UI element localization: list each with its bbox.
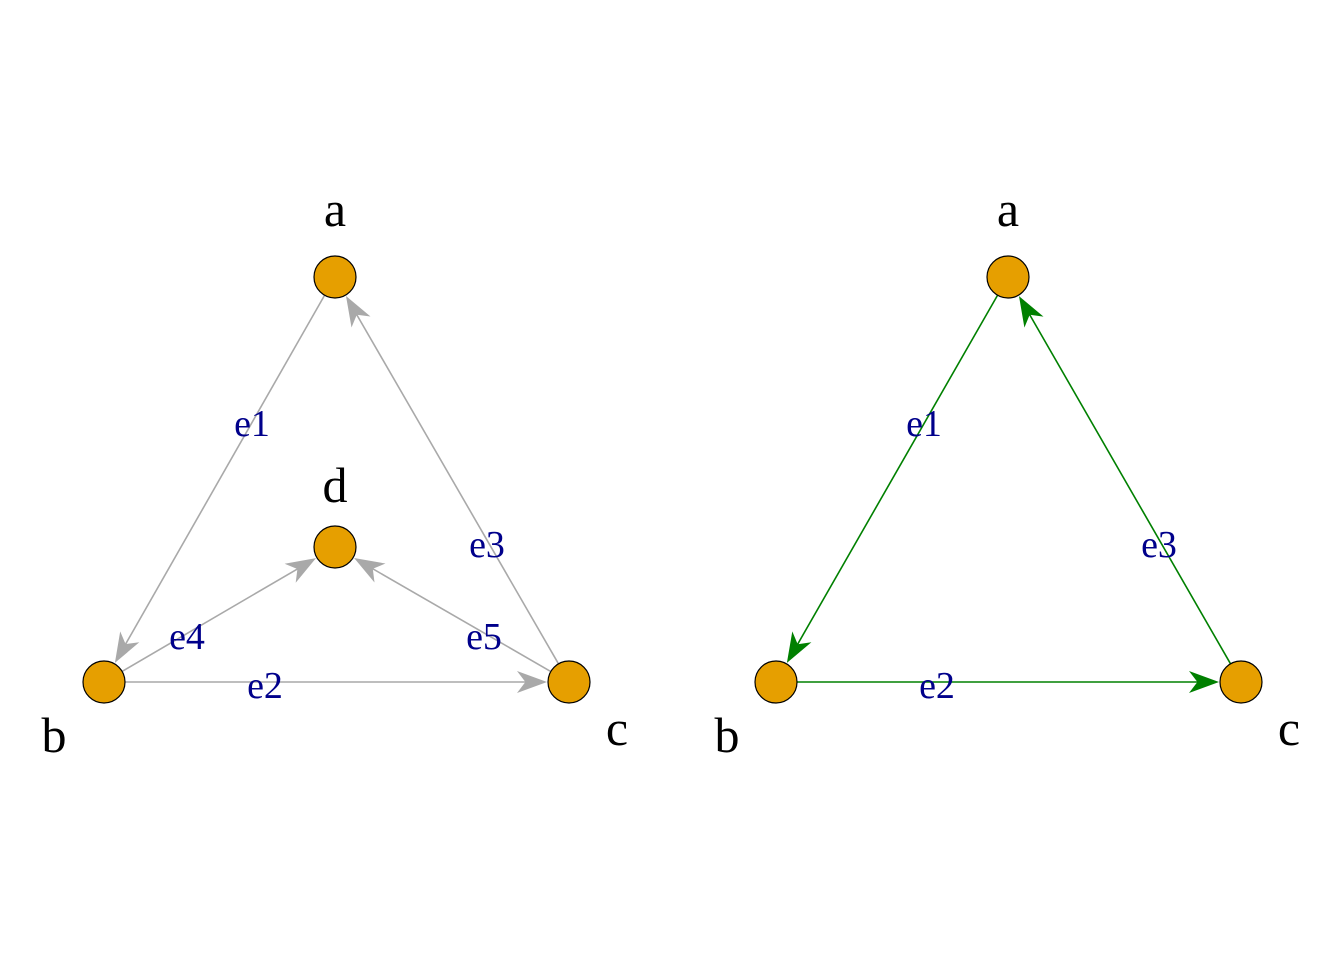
edge-label-left-e5: e5 xyxy=(466,616,502,658)
vertex-left-a xyxy=(313,255,357,299)
vertex-label-left-a: a xyxy=(324,181,346,237)
vertex-label-left-b: b xyxy=(42,707,67,763)
edge-line-left-e3 xyxy=(349,302,560,665)
edge-label-left-e2: e2 xyxy=(247,665,283,707)
edge-arrowhead-right-e1 xyxy=(786,631,812,663)
edge-line-left-e1 xyxy=(118,294,326,657)
edge-label-left-e4: e4 xyxy=(169,616,205,658)
edge-line-right-e1 xyxy=(790,294,999,657)
edges-layer xyxy=(114,294,1232,693)
edge-arrowhead-left-e5 xyxy=(354,558,386,583)
edge-arrowhead-right-e2 xyxy=(1189,671,1219,693)
vertex-right-c xyxy=(1219,660,1263,704)
vertex-label-right-c: c xyxy=(1278,700,1300,756)
vertex-label-left-d: d xyxy=(323,457,348,513)
vertex-label-right-a: a xyxy=(997,181,1019,237)
vertex-label-right-b: b xyxy=(715,707,740,763)
nodes-layer xyxy=(82,255,1263,704)
edge-arrowhead-left-e2 xyxy=(517,671,547,693)
edge-label-right-e2: e2 xyxy=(919,665,955,707)
edge-arrowhead-right-e3 xyxy=(1019,296,1044,328)
vertex-left-b xyxy=(82,660,126,704)
vertex-right-a xyxy=(986,255,1030,299)
labels-layer: e1 e2 e3 e4 e5 a b c d e1 e2 e3 a b c xyxy=(42,181,1301,763)
edge-arrowhead-left-e3 xyxy=(346,296,371,328)
vertex-label-left-c: c xyxy=(606,700,628,756)
edge-label-right-e1: e1 xyxy=(906,403,942,445)
edge-arrowhead-left-e1 xyxy=(114,631,140,663)
edge-line-right-e3 xyxy=(1022,302,1232,665)
edge-label-right-e3: e3 xyxy=(1141,524,1177,566)
edge-label-left-e1: e1 xyxy=(234,403,270,445)
vertex-left-d xyxy=(313,525,357,569)
vertex-left-c xyxy=(547,660,591,704)
edge-line-left-e4 xyxy=(121,561,310,673)
edge-line-left-e5 xyxy=(360,561,552,673)
edge-label-left-e3: e3 xyxy=(469,524,505,566)
edge-arrowhead-left-e4 xyxy=(284,558,316,583)
vertex-right-b xyxy=(754,660,798,704)
